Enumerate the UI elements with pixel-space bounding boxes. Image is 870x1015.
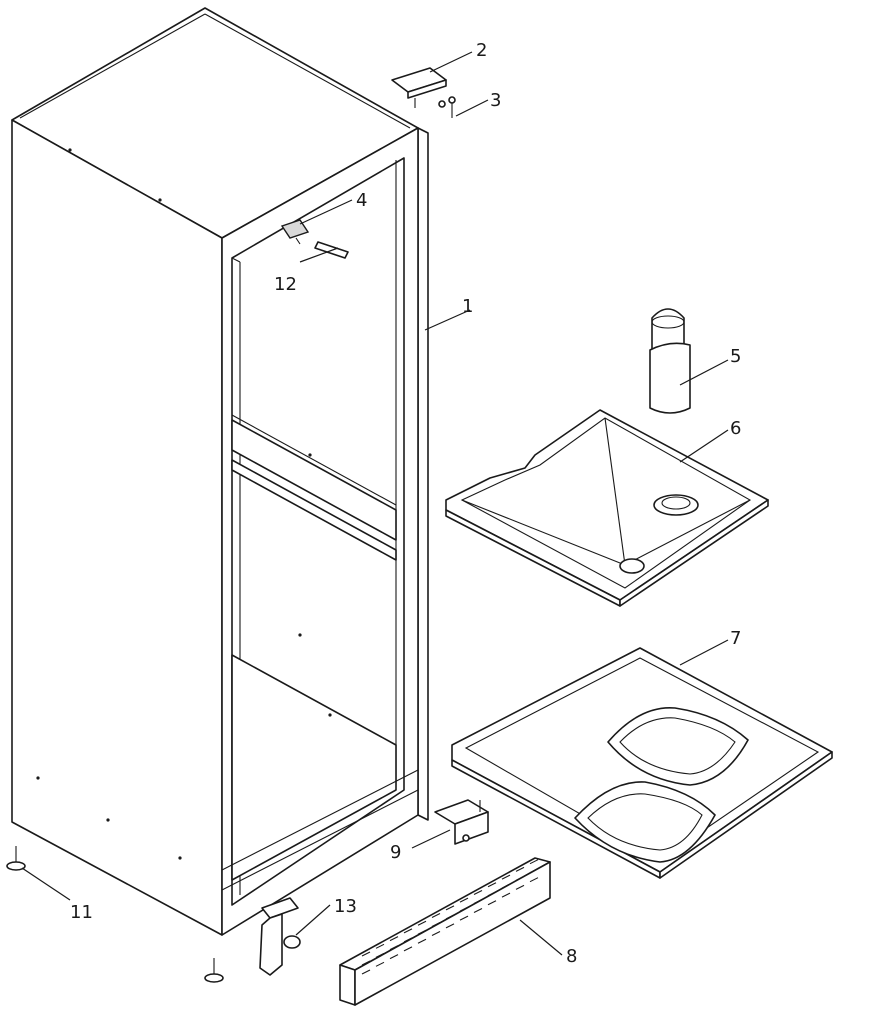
callout-2: 2	[476, 40, 487, 61]
grille-slot	[459, 897, 469, 903]
grille-slot	[529, 877, 539, 883]
callout-labels: 2 3 4 1 5 6 7 8 9 11 12 13	[70, 40, 741, 967]
grille-slot	[529, 859, 539, 865]
grille-slot	[459, 915, 469, 921]
callout-9: 9	[390, 842, 401, 863]
grille-slot	[361, 960, 371, 966]
grille-slot	[361, 951, 371, 957]
grille-slot	[403, 937, 413, 943]
grille-slot	[487, 891, 497, 897]
grille-slot	[445, 923, 455, 929]
grille-slot	[459, 906, 469, 912]
grille-slot	[501, 883, 511, 889]
grille-slot	[375, 952, 385, 958]
callout-7: 7	[730, 628, 741, 649]
drain-pan-part-6	[445, 409, 769, 607]
drain-tube-part-5	[649, 308, 691, 414]
bottom-hinge-part-13	[259, 897, 301, 976]
grille-slot	[487, 882, 497, 888]
screws-part-3	[438, 96, 456, 118]
grille-slot	[403, 928, 413, 934]
callout-12: 12	[274, 274, 297, 295]
grille-slot	[515, 866, 525, 872]
grille-slot	[403, 946, 413, 952]
tray-part-7	[451, 647, 833, 879]
grille-slot	[445, 914, 455, 920]
grille-slot	[473, 907, 483, 913]
grille-slot	[417, 929, 427, 935]
grille-slot	[417, 920, 427, 926]
callout-3: 3	[490, 90, 501, 111]
grille-slot	[431, 922, 441, 928]
grille-slot	[431, 931, 441, 937]
grille-slot	[361, 969, 371, 975]
leader-lines	[21, 51, 729, 956]
grille-slot	[389, 945, 399, 951]
grille-slot	[417, 938, 427, 944]
callout-1: 1	[462, 296, 473, 317]
grille-slot	[431, 913, 441, 919]
grille-slot	[501, 874, 511, 880]
switch-part-4	[280, 219, 310, 245]
bracket-part-9	[434, 799, 489, 845]
leveling-leg-part-11	[6, 846, 224, 983]
grille-slot	[375, 961, 385, 967]
grille-slot	[389, 954, 399, 960]
grille-slot	[445, 905, 455, 911]
grille-slot	[487, 900, 497, 906]
grille-slot	[529, 868, 539, 874]
grille-part-8	[339, 857, 551, 1006]
top-hinge-part-2	[391, 67, 447, 108]
cabinet-part-1	[11, 7, 429, 936]
grille-slot	[501, 892, 511, 898]
grille-slot	[375, 943, 385, 949]
grille-slot	[389, 936, 399, 942]
callout-13: 13	[334, 896, 357, 917]
callout-4: 4	[356, 190, 367, 211]
callout-5: 5	[730, 346, 741, 367]
callout-8: 8	[566, 946, 577, 967]
grille-slot	[473, 898, 483, 904]
callout-6: 6	[730, 418, 741, 439]
grille-slot	[515, 884, 525, 890]
grille-slot	[473, 889, 483, 895]
callout-11: 11	[70, 902, 93, 923]
grille-slot	[515, 875, 525, 881]
